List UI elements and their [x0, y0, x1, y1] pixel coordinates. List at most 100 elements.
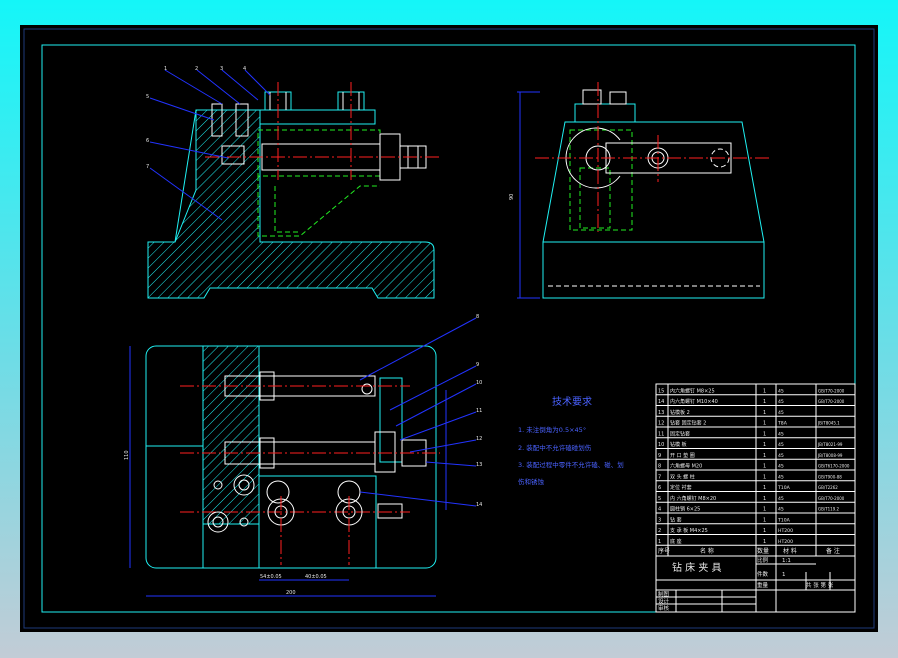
bom-cell-qty: 1 — [763, 399, 766, 405]
bom-cell-name: 开 口 垫 圈 — [670, 452, 695, 459]
bom-cell-name: 支 承 板 M4×25 — [670, 527, 708, 534]
side-base — [542, 241, 765, 299]
bom-cell-no: 6 — [658, 485, 661, 491]
check-label: 审核 — [658, 604, 670, 612]
bom-cell-qty: 1 — [763, 410, 766, 416]
bom-header-qty: 数量 — [757, 547, 769, 555]
design-label: 设计 — [658, 597, 670, 605]
bom-cell-name: 内六角螺钉 M8×25 — [670, 387, 715, 394]
bom-cell-qty: 1 — [763, 442, 766, 448]
bom-cell-qty: 1 — [763, 474, 766, 480]
bom-cell-std: GB/T70-2000 — [818, 496, 845, 501]
front-leaders: 1 2 3 4 5 6 7 — [146, 66, 271, 221]
bom-cell-mat: 45 — [778, 474, 784, 480]
bom-cell-no: 5 — [658, 496, 661, 502]
bom-cell-name: 固定钻套 — [670, 430, 690, 437]
bom-header-no: 序号 — [658, 547, 670, 555]
balloon-12: 12 — [476, 436, 482, 442]
balloon-4: 4 — [243, 66, 246, 72]
balloon-2: 2 — [195, 66, 198, 72]
tech-line-3: 3. 装配过程中零件不允许磕、碰、划 — [518, 460, 624, 469]
tech-line-2: 2. 装配中不允许磕碰划伤 — [518, 443, 592, 452]
bom-cell-mat: 45 — [778, 442, 784, 448]
bom-cell-std: GB/T2262 — [818, 485, 838, 490]
bom-cell-std: GB/T70-2000 — [818, 399, 845, 404]
balloon-5: 5 — [146, 94, 149, 100]
dim-height-top: 110 — [124, 450, 130, 460]
bom-header-row: 序号 名 称 数量 材 料 备 注 — [658, 547, 840, 555]
bom-cell-std: JB/T8008-99 — [817, 453, 843, 458]
front-rib-edge — [174, 109, 197, 243]
drawing-frame — [41, 44, 856, 613]
tech-line-1: 1. 未注倒角为0.5×45° — [518, 425, 586, 434]
dim-slot2: 40±0.05 — [305, 574, 327, 580]
balloon-11: 11 — [476, 408, 482, 414]
bom-cell-qty: 1 — [763, 388, 766, 394]
bom-cell-mat: HT200 — [778, 528, 793, 534]
bom-cell-no: 8 — [658, 464, 661, 470]
bom-cell-mat: 45 — [778, 388, 784, 394]
bom-cell-mat: T8A — [777, 421, 788, 427]
bom-cell-mat: 45 — [778, 410, 784, 416]
front-view: 1 2 3 4 5 6 7 — [146, 66, 440, 299]
scale-label: 比例 — [757, 556, 769, 564]
bom-cell-name: 定位 衬套 — [670, 484, 692, 491]
balloon-10: 10 — [476, 380, 482, 386]
bom-cell-qty: 1 — [763, 539, 766, 545]
side-plate — [574, 103, 636, 123]
scale-value: 1:1 — [782, 558, 791, 564]
bom-header-material: 材 料 — [783, 547, 797, 555]
bom-cell-no: 2 — [658, 528, 661, 534]
tech-line-4: 伤和锈蚀 — [518, 477, 545, 486]
bom-cell-mat: HT200 — [778, 539, 793, 545]
bom-cell-no: 3 — [658, 517, 661, 523]
balloon-6: 6 — [146, 138, 149, 144]
bom-cell-std: JB/T8045.1 — [817, 421, 840, 426]
count-value: 1 — [782, 572, 786, 578]
draw-label: 制图 — [658, 590, 670, 598]
bom-cell-mat: 45 — [778, 496, 784, 502]
bom-cell-no: 11 — [658, 431, 664, 437]
bom-cell-no: 15 — [658, 388, 664, 394]
top-leaders: 8 9 10 11 12 13 14 — [359, 314, 482, 508]
bom-header-name: 名 称 — [700, 547, 714, 555]
bom-cell-std: GB/T119.2 — [818, 507, 840, 512]
bom-cell-std: GB/T900-88 — [818, 474, 842, 479]
bom-cell-qty: 1 — [763, 528, 766, 534]
front-base-section — [147, 109, 435, 299]
bom-cell-qty: 1 — [763, 431, 766, 437]
front-drill-plate — [259, 109, 376, 125]
dim-overall-width: 200 — [286, 590, 296, 596]
balloon-14: 14 — [476, 502, 482, 508]
drawing-sheet — [20, 25, 878, 632]
bom-header-remark: 备 注 — [826, 547, 840, 555]
dim-height-front: 90 — [509, 194, 515, 200]
side-view: 90 — [509, 82, 770, 299]
sheet-border — [23, 28, 875, 629]
bom-cell-name: 内 六角螺钉 M8×20 — [670, 495, 716, 502]
front-screw — [211, 103, 223, 137]
bom-cell-name: 圆柱销 6×25 — [670, 506, 700, 513]
dim-slot1: 54±0.05 — [260, 574, 282, 580]
top-view: 110 200 54±0.05 40±0.05 8 9 10 11 12 13 … — [124, 314, 482, 597]
bom-cell-name: 底 座 — [670, 538, 682, 545]
bom-cell-no: 9 — [658, 453, 661, 459]
bill-of-materials — [655, 383, 856, 613]
bom-cell-no: 1 — [658, 539, 661, 545]
balloon-13: 13 — [476, 462, 482, 468]
count-label: 件数 — [757, 570, 769, 578]
sheet-label: 共 张 第 张 — [806, 581, 834, 589]
bom-cell-qty: 1 — [763, 507, 766, 513]
balloon-8: 8 — [476, 314, 479, 320]
bom-cell-mat: 45 — [778, 464, 784, 470]
balloon-3: 3 — [220, 66, 223, 72]
bom-cell-mat: 45 — [778, 453, 784, 459]
bom-cell-mat: 45 — [778, 507, 784, 513]
bom-cell-mat: 45 — [778, 431, 784, 437]
side-workpiece-hidden — [569, 129, 633, 231]
bom-cell-name: 六角螺母 M20 — [670, 463, 702, 470]
tech-heading: 技术要求 — [552, 395, 592, 408]
bom-cell-name: 钻模板 2 — [670, 409, 690, 416]
weight-label: 重量 — [757, 581, 769, 589]
